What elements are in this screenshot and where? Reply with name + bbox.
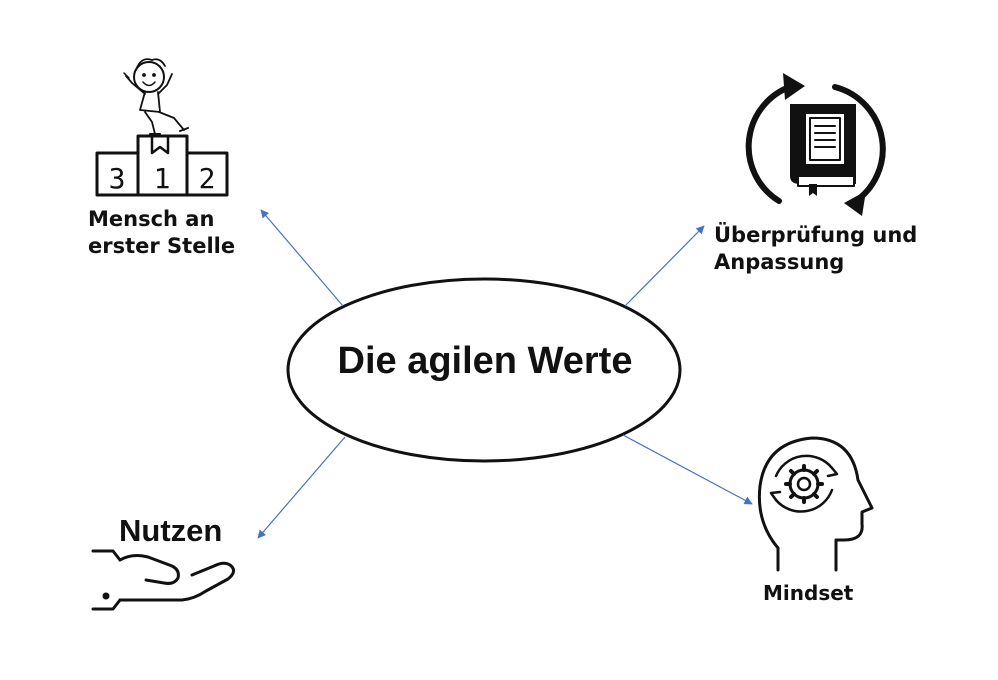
arrow-to-ueberpruefung bbox=[624, 225, 705, 307]
label-mensch: Mensch an erster Stelle bbox=[88, 206, 235, 261]
label-mensch-line2: erster Stelle bbox=[88, 234, 236, 259]
center-title: Die agilen Werte bbox=[337, 340, 633, 382]
arrow-to-mensch bbox=[260, 209, 344, 307]
label-ueberpruefung-line1: Überprüfung und bbox=[714, 223, 918, 247]
label-mensch-line1: Mensch an bbox=[88, 207, 215, 231]
arrow-to-mindset bbox=[622, 434, 753, 505]
book-cycle-icon bbox=[745, 73, 886, 216]
podium-number-3: 3 bbox=[109, 162, 126, 195]
open-hand-icon bbox=[91, 549, 235, 611]
podium-child-icon bbox=[95, 58, 229, 197]
head-gear-icon bbox=[757, 436, 874, 572]
center-ellipse bbox=[286, 277, 682, 463]
label-ueberpruefung-line2: Anpassung bbox=[714, 250, 845, 275]
podium-number-1: 1 bbox=[154, 162, 171, 195]
podium-number-2: 2 bbox=[199, 162, 216, 195]
label-nutzen: Nutzen bbox=[119, 513, 223, 548]
label-mindset: Mindset bbox=[763, 581, 854, 605]
label-ueberpruefung: Überprüfung und Anpassung bbox=[714, 222, 917, 277]
arrow-to-nutzen bbox=[257, 436, 346, 539]
